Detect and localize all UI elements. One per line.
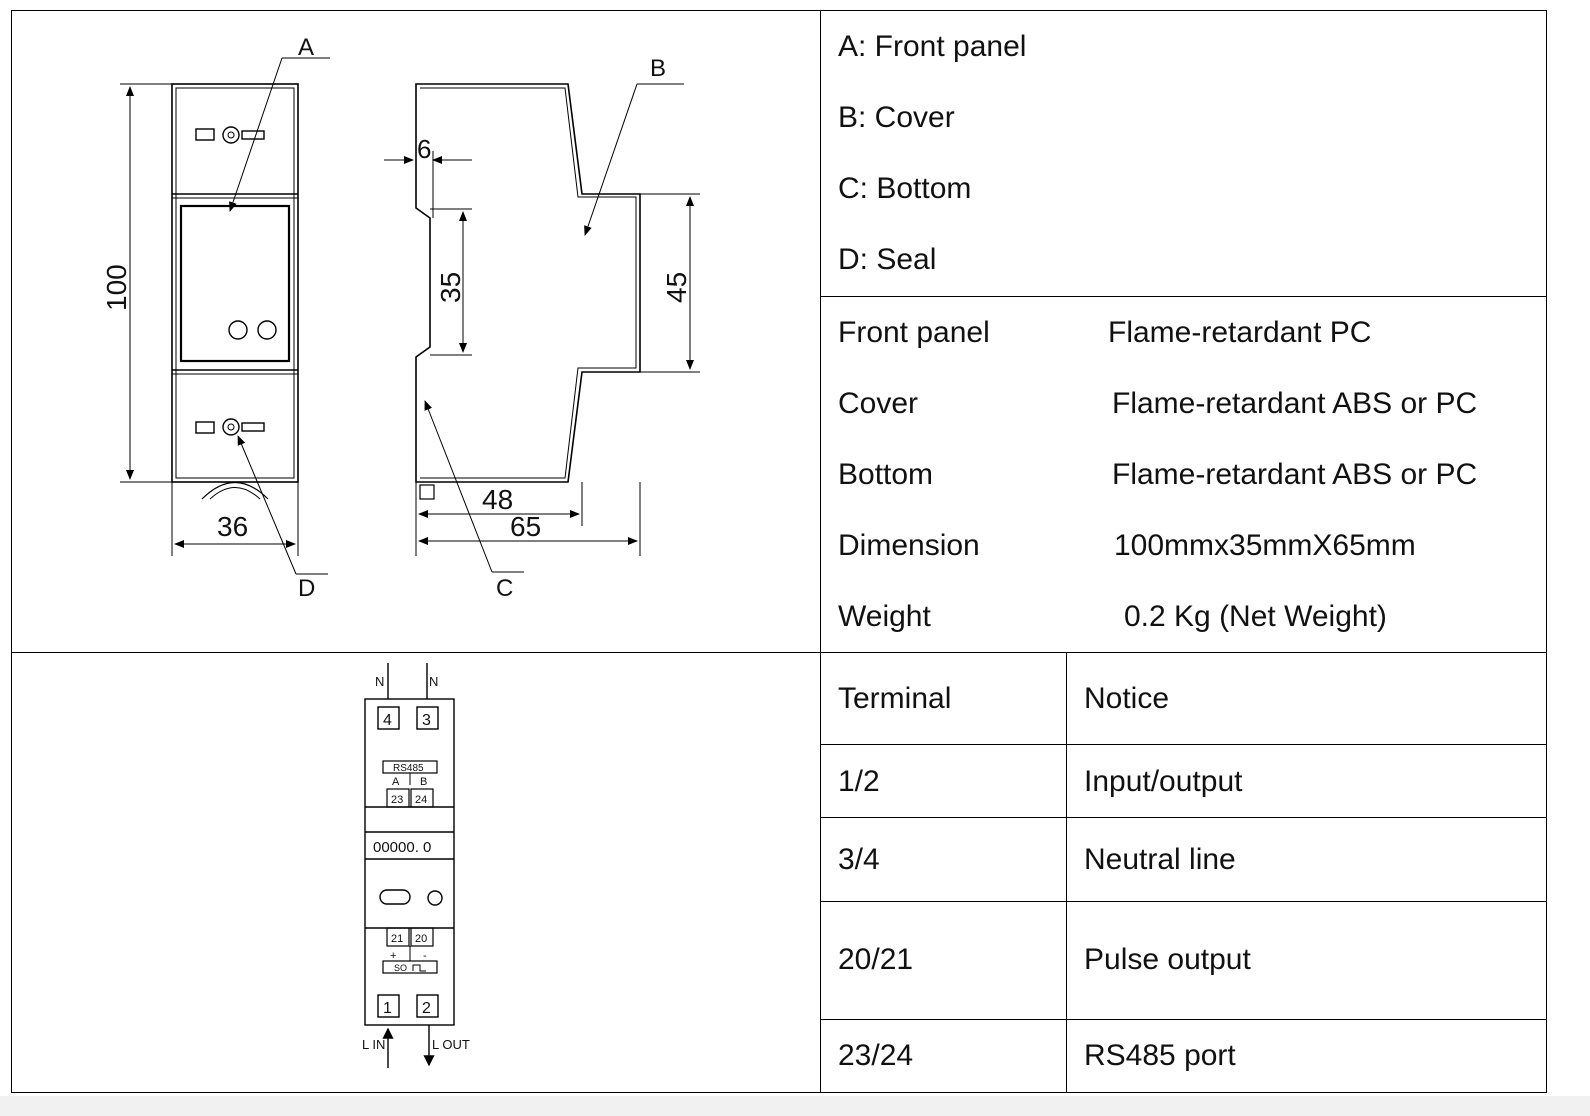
dim-step: 45: [661, 272, 692, 303]
notice-cell: RS485 port: [1084, 1039, 1236, 1072]
dim-height: 100: [101, 264, 132, 311]
table-bottom-border: [11, 1092, 1547, 1093]
callout-a: A: [298, 34, 314, 61]
seal-icon: [222, 418, 240, 436]
rs485-b: B: [420, 776, 427, 788]
terminal-23: 23: [391, 794, 403, 806]
notice-cell: Neutral line: [1084, 843, 1236, 876]
side-view-outline: [415, 83, 641, 483]
pulse-plus: +: [390, 950, 396, 962]
material-part: Dimension: [838, 529, 980, 562]
material-part: Weight: [838, 600, 931, 633]
dim-depth-inner: 48: [482, 484, 513, 515]
page-bottom-strip: [0, 1096, 1590, 1116]
terminal-21: 21: [391, 933, 403, 945]
dim-depth: 65: [510, 511, 541, 542]
material-part: Cover: [838, 387, 919, 420]
legend-divider: [820, 296, 1547, 297]
table-top-border: [11, 10, 1547, 11]
wiring-diagram: N N 4 3 RS485 A B 23 24 00000. 0 21 20 +…: [362, 663, 470, 1068]
legend-item-d: D: Seal: [838, 243, 937, 276]
legend-item-b: B: Cover: [838, 101, 955, 134]
pulse-so-label: SO: [394, 963, 407, 973]
terminal-24: 24: [415, 794, 427, 806]
material-value: 100mmx35mmX65mm: [1114, 529, 1416, 562]
terminal-cell: 1/2: [838, 765, 880, 798]
wiring-label-l-in: L IN: [362, 1037, 385, 1052]
terminal-cell: 20/21: [838, 943, 914, 976]
terminal-3: 3: [422, 712, 431, 729]
rs485-a: A: [392, 776, 400, 788]
terminal-20: 20: [415, 933, 427, 945]
pulse-minus: -: [423, 950, 427, 962]
callout-c: C: [496, 575, 513, 602]
dimension-drawing: A B C D 100 36 6 35 45 48 65: [101, 34, 700, 602]
meter-display: 00000. 0: [373, 839, 431, 856]
terminal-1: 1: [383, 1000, 392, 1017]
terminal-row-divider-1: [820, 744, 1547, 745]
wiring-label-l-out: L OUT: [432, 1037, 470, 1052]
meter-body: [364, 698, 455, 1026]
notice-header: Notice: [1084, 682, 1170, 715]
rs485-label: RS485: [393, 763, 424, 774]
terminal-row-divider-2: [820, 817, 1547, 818]
table-right-border: [1546, 10, 1547, 1093]
terminal-row-divider-4: [820, 1019, 1547, 1020]
dim-rail: 35: [435, 272, 466, 303]
front-view-outline: [171, 83, 299, 483]
material-part: Front panel: [838, 316, 990, 349]
dim-clip: 6: [417, 134, 431, 164]
terminal-row-divider-3: [820, 901, 1547, 902]
terminal-4: 4: [383, 712, 392, 729]
material-value: Flame-retardant ABS or PC: [1112, 387, 1478, 420]
wiring-label-n-right: N: [429, 674, 438, 689]
material-value: Flame-retardant PC: [1108, 316, 1372, 349]
wiring-label-n-left: N: [375, 674, 384, 689]
terminal-header: Terminal: [838, 682, 952, 715]
table-center-border: [820, 10, 821, 1093]
terminal-2: 2: [422, 1000, 431, 1017]
legend-item-a: A: Front panel: [838, 30, 1027, 63]
table-left-border: [11, 10, 12, 1093]
terminal-column-divider: [1066, 652, 1067, 1093]
table-middle-border: [11, 652, 1547, 653]
callout-d: D: [298, 575, 315, 602]
dim-width: 36: [217, 511, 248, 542]
terminal-cell: 23/24: [838, 1039, 914, 1072]
callout-b: B: [650, 55, 666, 82]
terminal-cell: 3/4: [838, 843, 880, 876]
material-value: 0.2 Kg (Net Weight): [1124, 600, 1387, 633]
notice-cell: Pulse output: [1084, 943, 1251, 976]
material-value: Flame-retardant ABS or PC: [1112, 458, 1478, 491]
notice-cell: Input/output: [1084, 765, 1243, 798]
legend-item-c: C: Bottom: [838, 172, 972, 205]
material-part: Bottom: [838, 458, 934, 491]
